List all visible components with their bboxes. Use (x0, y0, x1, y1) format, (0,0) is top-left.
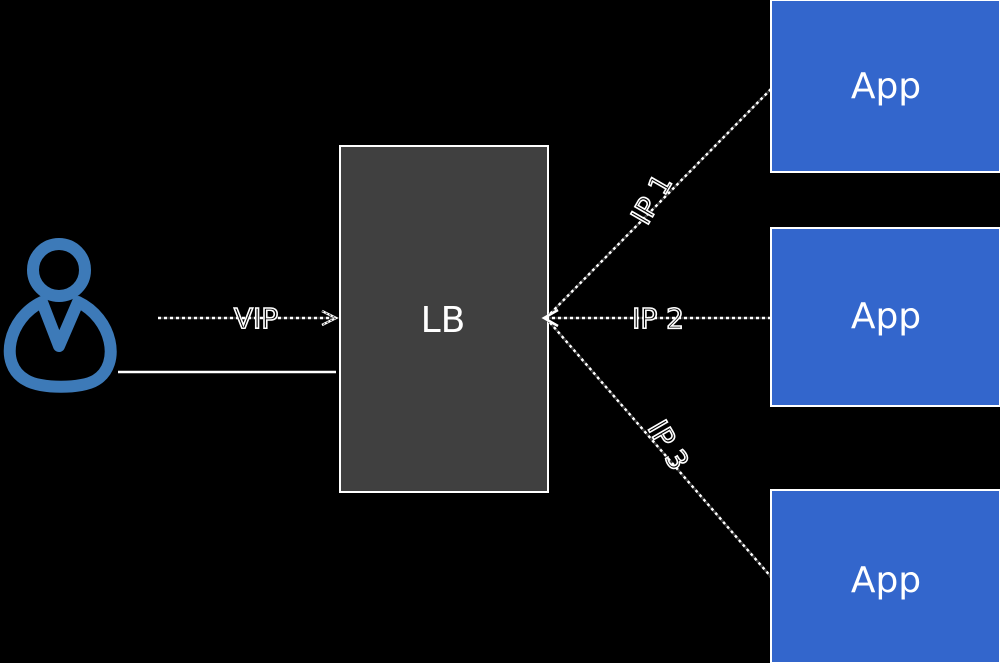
ip2-label: IP 2 (632, 302, 684, 335)
vip-label: VIP (234, 302, 278, 335)
ip3-label: IP 3 (641, 415, 696, 476)
ip1-label: IP 1 (625, 169, 680, 230)
app-node-2: App (770, 227, 1000, 407)
app-node-3: App (770, 489, 1000, 663)
app-label-2: App (851, 296, 921, 337)
load-balancer-box (339, 145, 549, 493)
load-balancer-label: LB (421, 300, 466, 341)
app-label-3: App (851, 560, 921, 601)
user-icon (3, 238, 117, 393)
ip1-connector (545, 87, 773, 319)
ip3-connector (545, 317, 773, 579)
vip-connector (158, 309, 339, 327)
app-label-1: App (851, 66, 921, 107)
lb-return-arrowhead (541, 308, 559, 328)
app-node-1: App (770, 0, 1000, 173)
